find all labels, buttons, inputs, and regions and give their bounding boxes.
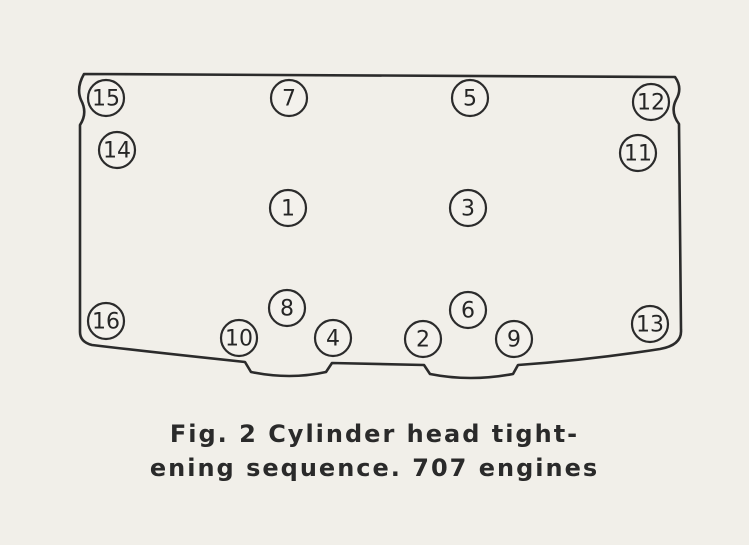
bolt-number-label: 14 [103,139,131,164]
bolt-7: 7 [269,78,309,118]
bolt-circle [86,301,126,341]
bolt-number-label: 12 [637,91,665,116]
bolt-5: 5 [450,78,490,118]
bolt-circle [630,304,670,344]
bolt-circle [494,319,534,359]
bolt-number-label: 2 [416,328,430,353]
bolt-8: 8 [267,288,307,328]
bolt-1: 1 [268,188,308,228]
bolt-number-label: 11 [624,142,652,167]
bolt-circle [313,318,353,358]
bolt-circle [97,130,137,170]
bolt-circle [267,288,307,328]
bolt-circle [450,78,490,118]
bolt-number-label: 7 [282,87,296,112]
bolt-11: 11 [618,133,658,173]
bolt-14: 14 [97,130,137,170]
bolt-circle [269,78,309,118]
bolt-number-label: 3 [461,197,475,222]
bolt-circle [618,133,658,173]
bolt-10: 10 [219,318,259,358]
bolt-13: 13 [630,304,670,344]
bolt-number-label: 13 [636,313,664,338]
bolt-15: 15 [86,78,126,118]
bolt-2: 2 [403,319,443,359]
bolt-circle [86,78,126,118]
bolt-circle [631,82,671,122]
bolt-12: 12 [631,82,671,122]
bolt-circle [403,319,443,359]
bolt-number-label: 15 [92,87,120,112]
bolt-number-label: 6 [461,299,475,324]
bolt-number-label: 8 [280,297,294,322]
bolt-circle [448,290,488,330]
bolt-number-label: 4 [326,327,340,352]
bolt-4: 4 [313,318,353,358]
bolt-3: 3 [448,188,488,228]
bolt-circle [448,188,488,228]
bolt-number-label: 16 [92,310,120,335]
bolt-number-label: 10 [225,327,253,352]
bolt-9: 9 [494,319,534,359]
bolt-number-label: 1 [281,197,295,222]
bolt-number-label: 9 [507,328,521,353]
bolt-circle [268,188,308,228]
bolt-16: 16 [86,301,126,341]
figure-caption-line-1: Fig. 2 Cylinder head tight- [169,420,580,448]
bolt-6: 6 [448,290,488,330]
bolt-circle [219,318,259,358]
figure-caption-line-2: ening sequence. 707 engines [149,454,600,482]
cylinder-head-outline [77,72,683,380]
bolt-number-label: 5 [463,87,477,112]
